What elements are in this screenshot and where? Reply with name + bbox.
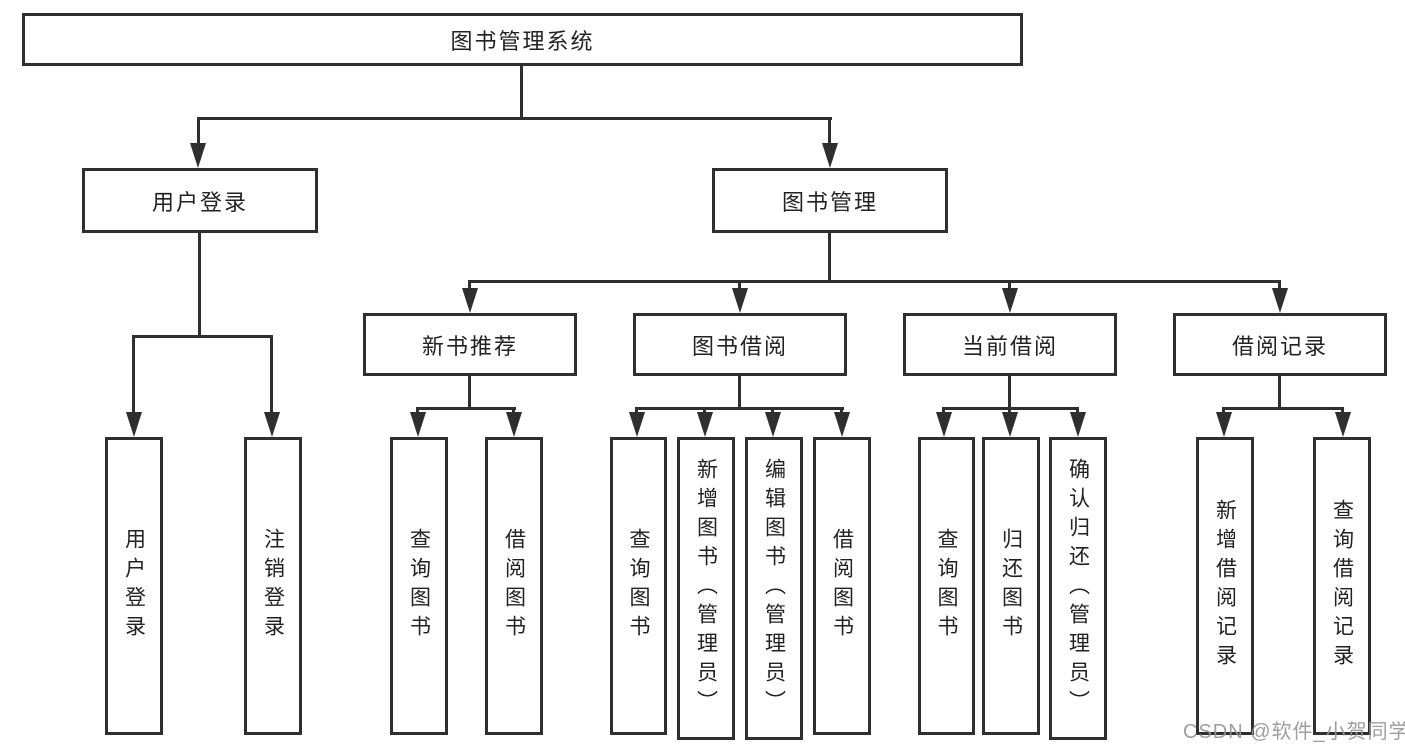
arrow-down-icon [410, 412, 426, 437]
node-borrowing-records: 借阅记录 [1173, 313, 1387, 376]
connector-line [1278, 376, 1281, 410]
connector-line [1278, 280, 1281, 291]
leaf-label: 借阅图书 [830, 528, 854, 644]
connector-line [132, 335, 135, 414]
leaf-confirm-return-admin: 确认归还（管理员） [1049, 437, 1107, 740]
connector-line [771, 407, 774, 415]
connector-line [512, 407, 515, 415]
connector-line [828, 233, 831, 283]
arrow-down-icon [462, 288, 478, 313]
connector-line [1076, 407, 1079, 415]
node-book-management: 图书管理 [712, 168, 948, 233]
leaf-label: 查询借阅记录 [1330, 499, 1354, 673]
leaf-label: 查询图书 [935, 528, 958, 644]
arrow-down-icon [629, 412, 645, 437]
connector-line [1341, 407, 1344, 415]
connector-line [198, 233, 201, 338]
arrow-down-icon [1002, 288, 1018, 313]
node-current-borrowing: 当前借阅 [903, 313, 1117, 376]
arrow-down-icon [190, 143, 206, 168]
connector-line [1008, 280, 1011, 291]
leaf-borrow-books-new: 借阅图书 [485, 437, 543, 735]
connector-line [703, 407, 706, 415]
node-library-system: 图书管理系统 [22, 13, 1023, 66]
leaf-logout: 注销登录 [244, 437, 302, 735]
arrow-down-icon [1070, 412, 1086, 437]
leaf-label: 注销登录 [261, 528, 285, 644]
connector-line [197, 117, 832, 120]
arrow-down-icon [822, 143, 838, 168]
arrow-down-icon [697, 412, 713, 437]
leaf-add-borrow-record: 新增借阅记录 [1196, 437, 1254, 735]
connector-line [132, 335, 273, 338]
connector-line [416, 407, 516, 410]
csdn-watermark: CSDN @软件_小贺同学 [1183, 721, 1405, 743]
leaf-label: 查询图书 [627, 528, 650, 644]
leaf-label: 编辑图书（管理员） [762, 458, 786, 719]
leaf-return-book: 归还图书 [982, 437, 1040, 735]
leaf-user-login: 用户登录 [105, 437, 163, 735]
node-book-borrowing: 图书借阅 [633, 313, 847, 376]
leaf-label: 新增借阅记录 [1213, 499, 1237, 673]
connector-line [840, 407, 843, 415]
connector-line [270, 335, 273, 414]
connector-line [942, 407, 945, 415]
leaf-label: 查询图书 [407, 528, 431, 644]
connector-line [468, 280, 471, 291]
arrow-down-icon [1272, 288, 1288, 313]
connector-line [738, 280, 741, 291]
leaf-label: 确认归还（管理员） [1066, 458, 1090, 719]
connector-line [828, 117, 831, 146]
connector-line [468, 280, 1281, 283]
arrow-down-icon [126, 412, 142, 437]
arrow-down-icon [1335, 412, 1351, 437]
leaf-query-books-current: 查询图书 [918, 437, 975, 735]
leaf-label: 归还图书 [999, 528, 1023, 644]
leaf-label: 借阅图书 [502, 528, 526, 644]
node-user-login: 用户登录 [82, 168, 318, 233]
connector-line [1222, 407, 1225, 415]
connector-line [1222, 407, 1344, 410]
arrow-down-icon [506, 412, 522, 437]
leaf-query-books-new: 查询图书 [390, 437, 448, 735]
arrow-down-icon [834, 412, 850, 437]
arrow-down-icon [765, 412, 781, 437]
connector-line [197, 117, 200, 146]
connector-line [1008, 407, 1011, 415]
leaf-add-book-admin: 新增图书（管理员） [677, 437, 735, 740]
connector-line [635, 407, 638, 415]
connector-line [1008, 376, 1011, 410]
arrow-down-icon [264, 412, 280, 437]
arrow-down-icon [1216, 412, 1232, 437]
connector-line [468, 376, 471, 410]
connector-line [738, 376, 741, 410]
leaf-query-borrow-record: 查询借阅记录 [1313, 437, 1371, 735]
leaf-query-books-borrow: 查询图书 [610, 437, 667, 735]
leaf-borrow-books-borrow: 借阅图书 [813, 437, 871, 735]
arrow-down-icon [1002, 412, 1018, 437]
leaf-edit-book-admin: 编辑图书（管理员） [745, 437, 803, 740]
leaf-label: 新增图书（管理员） [694, 458, 718, 719]
leaf-label: 用户登录 [122, 528, 146, 644]
node-new-book-recommendation: 新书推荐 [363, 313, 577, 376]
arrow-down-icon [732, 288, 748, 313]
connector-line [416, 407, 419, 415]
arrow-down-icon [936, 412, 952, 437]
connector-line [520, 66, 523, 120]
connector-line [635, 407, 844, 410]
